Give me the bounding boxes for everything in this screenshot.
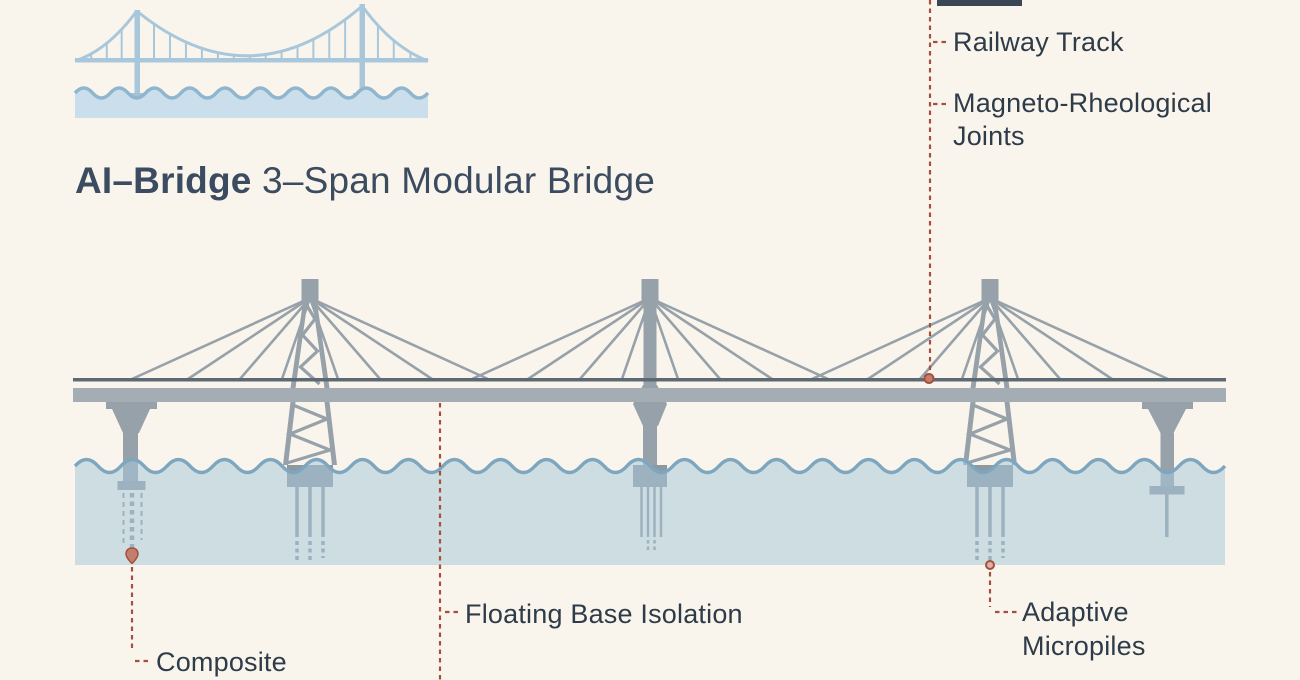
bridge-deck: [73, 388, 1226, 402]
marker-adaptive-micropiles: [985, 560, 995, 570]
top-cutoff-bar: [937, 0, 1022, 6]
page-title: AI–Bridge 3–Span Modular Bridge: [75, 160, 655, 202]
logo-tower-left: [134, 10, 140, 102]
brand-name: AI–Bridge: [75, 160, 252, 201]
marker-composite-pin: [125, 547, 139, 565]
logo-deck: [75, 58, 428, 63]
logo-tower-right: [359, 4, 365, 102]
logo-main-cables: [74, 5, 429, 63]
label-floating-base-isolation: Floating Base Isolation: [465, 599, 743, 629]
label-railway-track: Railway Track: [953, 27, 1124, 57]
label-magneto-rheological-joints: Magneto-Rheological Joints: [953, 88, 1212, 151]
water-body: [75, 459, 1225, 565]
callout-leaders: [125, 0, 1017, 680]
stay-cables: [131, 296, 1169, 381]
water-surface-line: [73, 457, 1227, 475]
label-adaptive-micropiles: Adaptive Micropiles: [1022, 597, 1146, 661]
suspension-bridge-logo: [73, 4, 430, 118]
marker-railway-track: [923, 373, 935, 384]
label-composite: Composite: [156, 647, 287, 677]
railway-track-line: [73, 378, 1226, 382]
bridge-elevation: [73, 277, 1227, 565]
logo-wave-line: [73, 86, 430, 100]
title-subtitle: 3–Span Modular Bridge: [262, 160, 655, 201]
